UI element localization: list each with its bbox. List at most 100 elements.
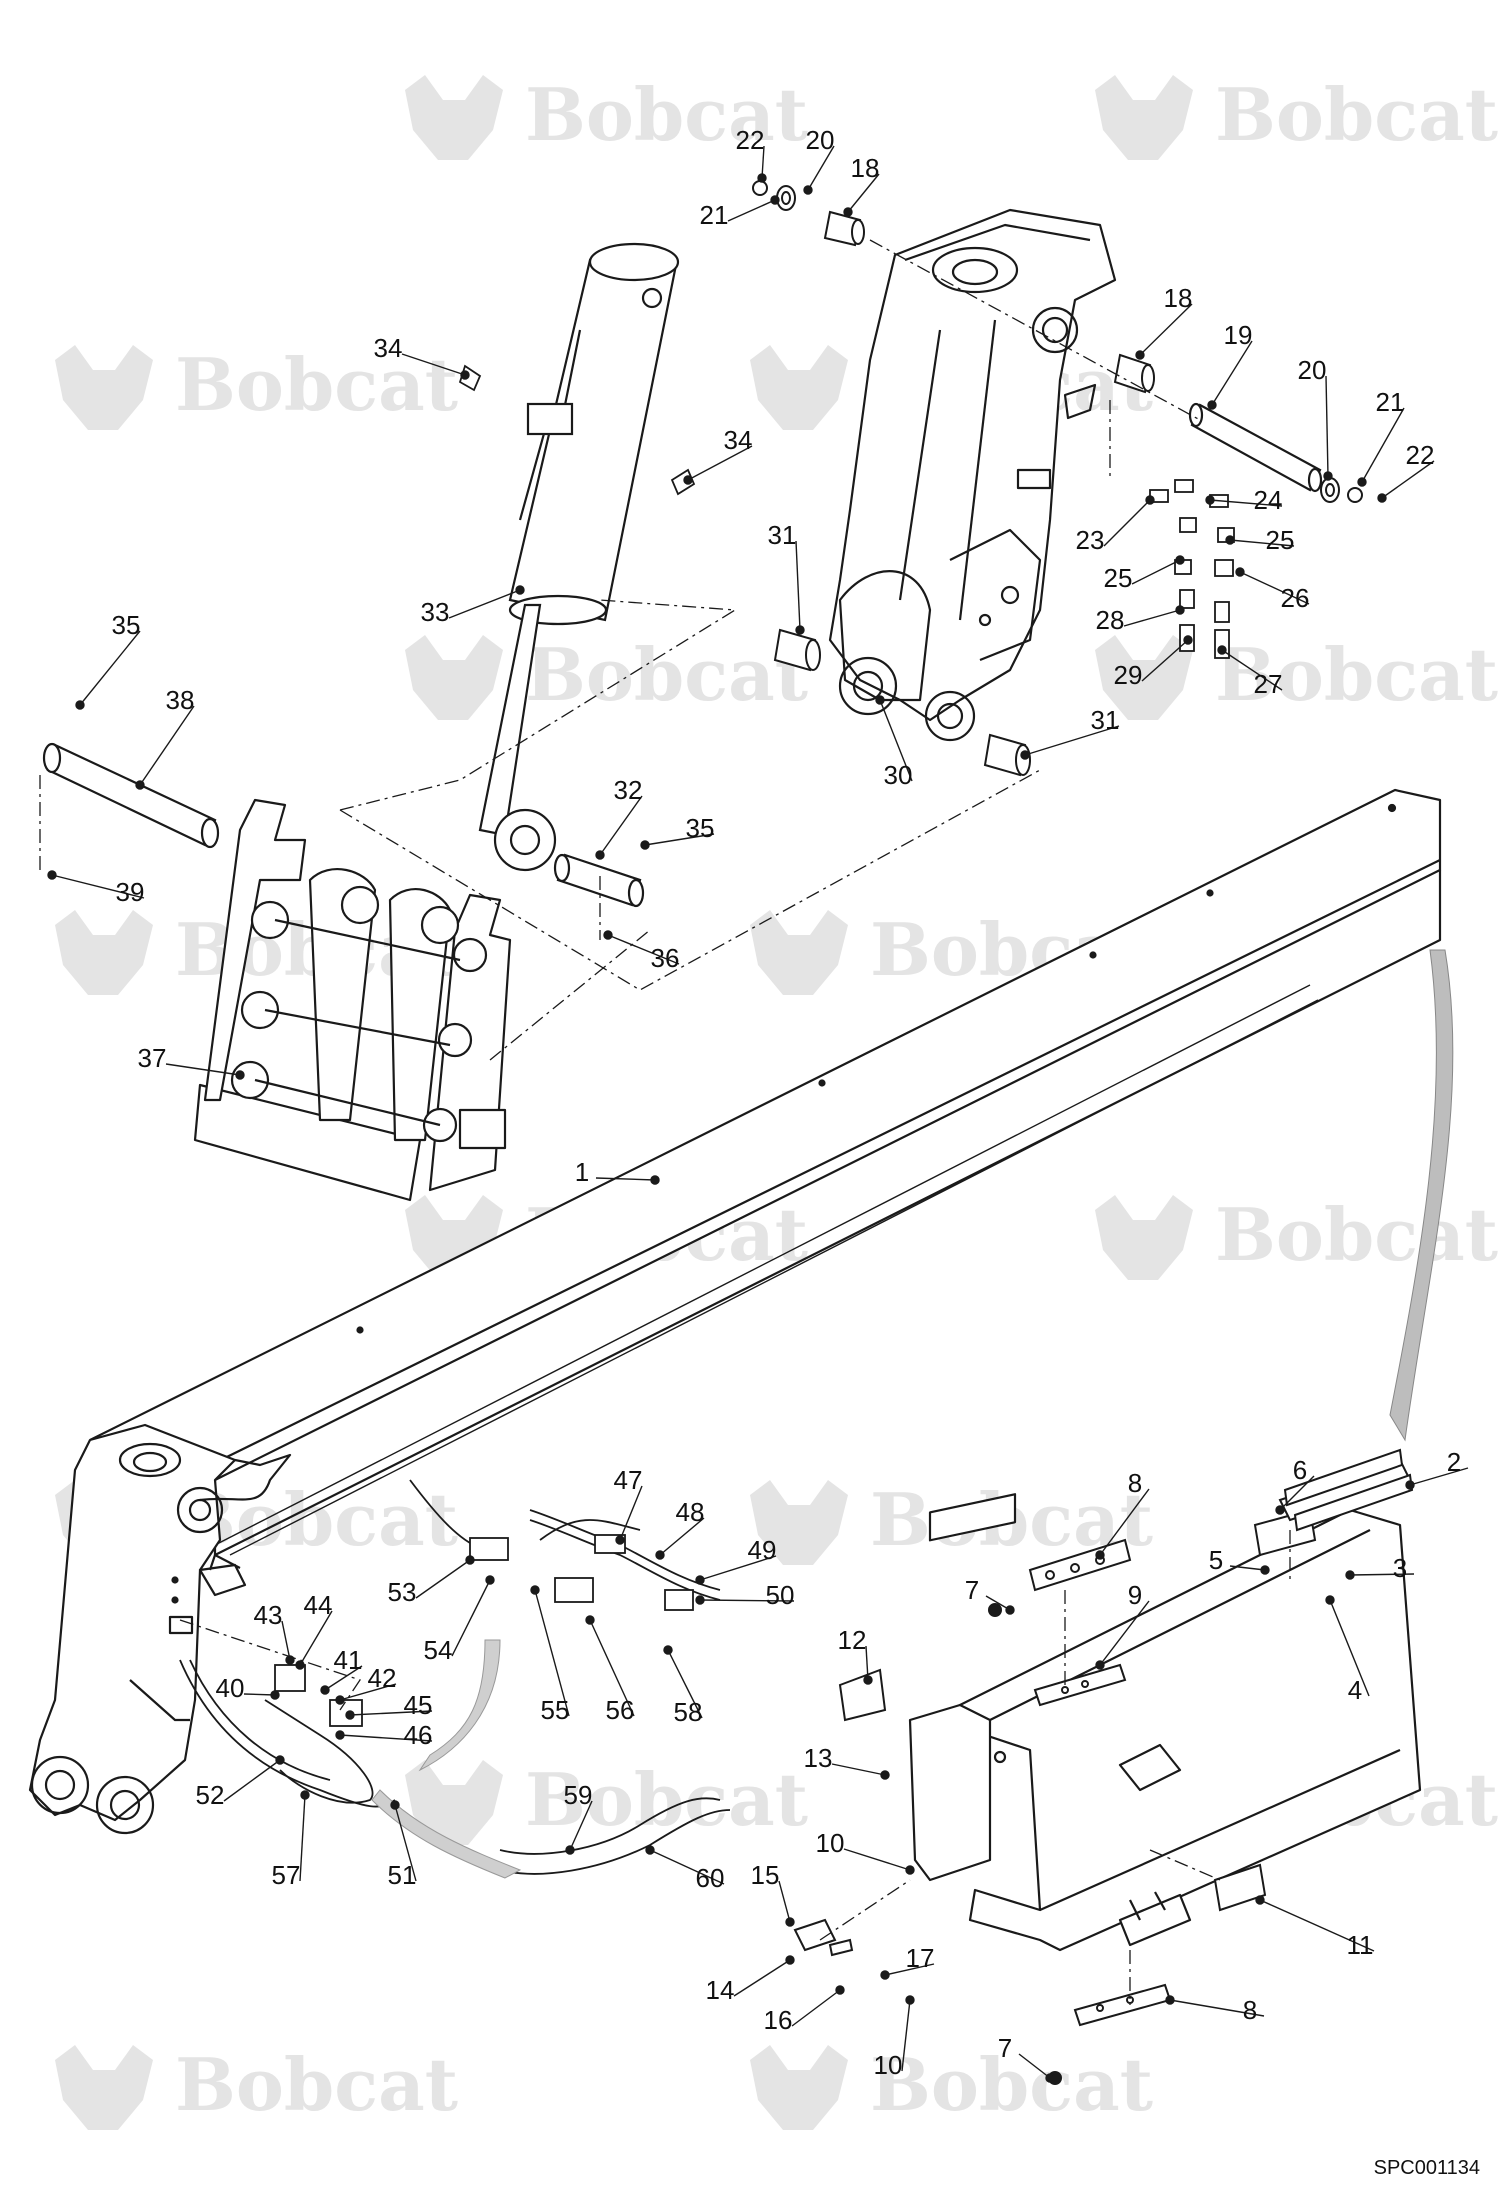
bobcat-head-icon — [1095, 75, 1193, 160]
callout-label: 52 — [196, 1780, 225, 1810]
callout-label: 8 — [1243, 1995, 1257, 2025]
leader-endpoint — [1345, 1570, 1355, 1580]
leader-endpoint — [785, 1917, 795, 1927]
callout-label: 41 — [334, 1645, 363, 1675]
leader-line — [619, 1485, 643, 1541]
callout-label: 47 — [614, 1465, 643, 1495]
leader-endpoint — [515, 585, 525, 595]
leader-line — [1024, 725, 1120, 756]
small-brackets — [793, 1448, 1414, 2085]
leader-endpoint — [460, 370, 470, 380]
callout-label: 17 — [906, 1943, 935, 1973]
callout-label: 59 — [564, 1780, 593, 1810]
leader-endpoint — [1217, 645, 1227, 655]
callout-label: 34 — [374, 333, 403, 363]
watermark-text: Bobcat — [175, 342, 458, 427]
leader-endpoint — [1260, 1565, 1270, 1575]
leader-endpoint — [603, 930, 613, 940]
bobcat-head-icon — [405, 635, 503, 720]
callout-label: 1 — [575, 1157, 589, 1187]
leader-endpoint — [335, 1730, 345, 1740]
leader-endpoint — [295, 1660, 305, 1670]
leader-endpoint — [1235, 567, 1245, 577]
callout-label: 4 — [1348, 1675, 1362, 1705]
leader-endpoint — [835, 1985, 845, 1995]
attachment-carriage — [193, 798, 512, 1202]
leader-endpoint — [1205, 495, 1215, 505]
leader-line — [649, 1849, 725, 1885]
leader-endpoint — [135, 780, 145, 790]
leader-line — [1229, 1565, 1266, 1571]
bobcat-head-icon — [55, 2045, 153, 2130]
bobcat-watermark: Bobcat — [55, 342, 458, 430]
leader-endpoint — [1145, 495, 1155, 505]
leader-endpoint — [595, 850, 605, 860]
callout-label: 25 — [1266, 525, 1295, 555]
callout-label: 48 — [676, 1497, 705, 1527]
leader-endpoint — [1005, 1605, 1015, 1615]
leader-line — [1259, 1899, 1375, 1952]
leader-endpoint — [615, 1535, 625, 1545]
leader-line — [1361, 407, 1405, 483]
callout-label: 11 — [1347, 1930, 1374, 1960]
callout-label: 49 — [748, 1535, 777, 1565]
bobcat-head-icon — [750, 345, 848, 430]
callout-label: 30 — [884, 760, 913, 790]
callout-label: 33 — [421, 597, 450, 627]
leader-endpoint — [875, 695, 885, 705]
callout-label: 53 — [388, 1577, 417, 1607]
leader-endpoint — [1207, 400, 1217, 410]
pivot-pin-38 — [42, 742, 220, 849]
callout-label: 2 — [1447, 1447, 1461, 1477]
leader-line — [79, 630, 141, 706]
leader-endpoint — [905, 1865, 915, 1875]
watermark-text: Bobcat — [525, 72, 808, 157]
leader-endpoint — [275, 1755, 285, 1765]
leader-endpoint — [1323, 471, 1333, 481]
leader-endpoint — [530, 1585, 540, 1595]
callout-label: 5 — [1209, 1545, 1223, 1575]
leader-endpoint — [1405, 1480, 1415, 1490]
callout-label: 22 — [1406, 440, 1435, 470]
leader-line — [415, 1559, 471, 1599]
bobcat-head-icon — [750, 910, 848, 995]
leader-line — [807, 145, 835, 191]
callout-label: 12 — [838, 1625, 867, 1655]
leader-endpoint — [683, 475, 693, 485]
leader-endpoint — [1095, 1550, 1105, 1560]
leader-endpoint — [695, 1595, 705, 1605]
callout-label: 20 — [1298, 355, 1327, 385]
callout-label: 39 — [116, 877, 145, 907]
callout-label: 28 — [1096, 605, 1125, 635]
leader-endpoint — [270, 1690, 280, 1700]
leader-line — [778, 1880, 791, 1923]
leader-line — [1325, 375, 1329, 477]
leader-line — [843, 1848, 911, 1871]
callout-label: 43 — [254, 1600, 283, 1630]
leader-line — [1349, 1573, 1415, 1576]
callout-label: 25 — [1104, 563, 1133, 593]
callout-label: 18 — [851, 153, 880, 183]
callout-label: 10 — [874, 2050, 903, 2080]
bobcat-watermark: Bobcat — [405, 72, 808, 160]
leader-line — [1239, 571, 1310, 605]
leader-endpoint — [1095, 1660, 1105, 1670]
leader-endpoint — [565, 1845, 575, 1855]
bobcat-watermark: Bobcat — [1095, 1192, 1498, 1280]
callout-label: 55 — [541, 1695, 570, 1725]
leader-line — [791, 1989, 841, 2027]
callout-label: 45 — [404, 1690, 433, 1720]
leader-line — [761, 145, 765, 179]
leader-line — [324, 1665, 363, 1691]
pivot-pin-32 — [553, 853, 645, 908]
leader-endpoint — [695, 1575, 705, 1585]
pivot-pin-19 — [1188, 402, 1323, 493]
leader-line — [139, 705, 195, 786]
leader-line — [687, 445, 753, 481]
callout-label: 20 — [806, 125, 835, 155]
leader-line — [1099, 1600, 1150, 1666]
leader-endpoint — [47, 870, 57, 880]
